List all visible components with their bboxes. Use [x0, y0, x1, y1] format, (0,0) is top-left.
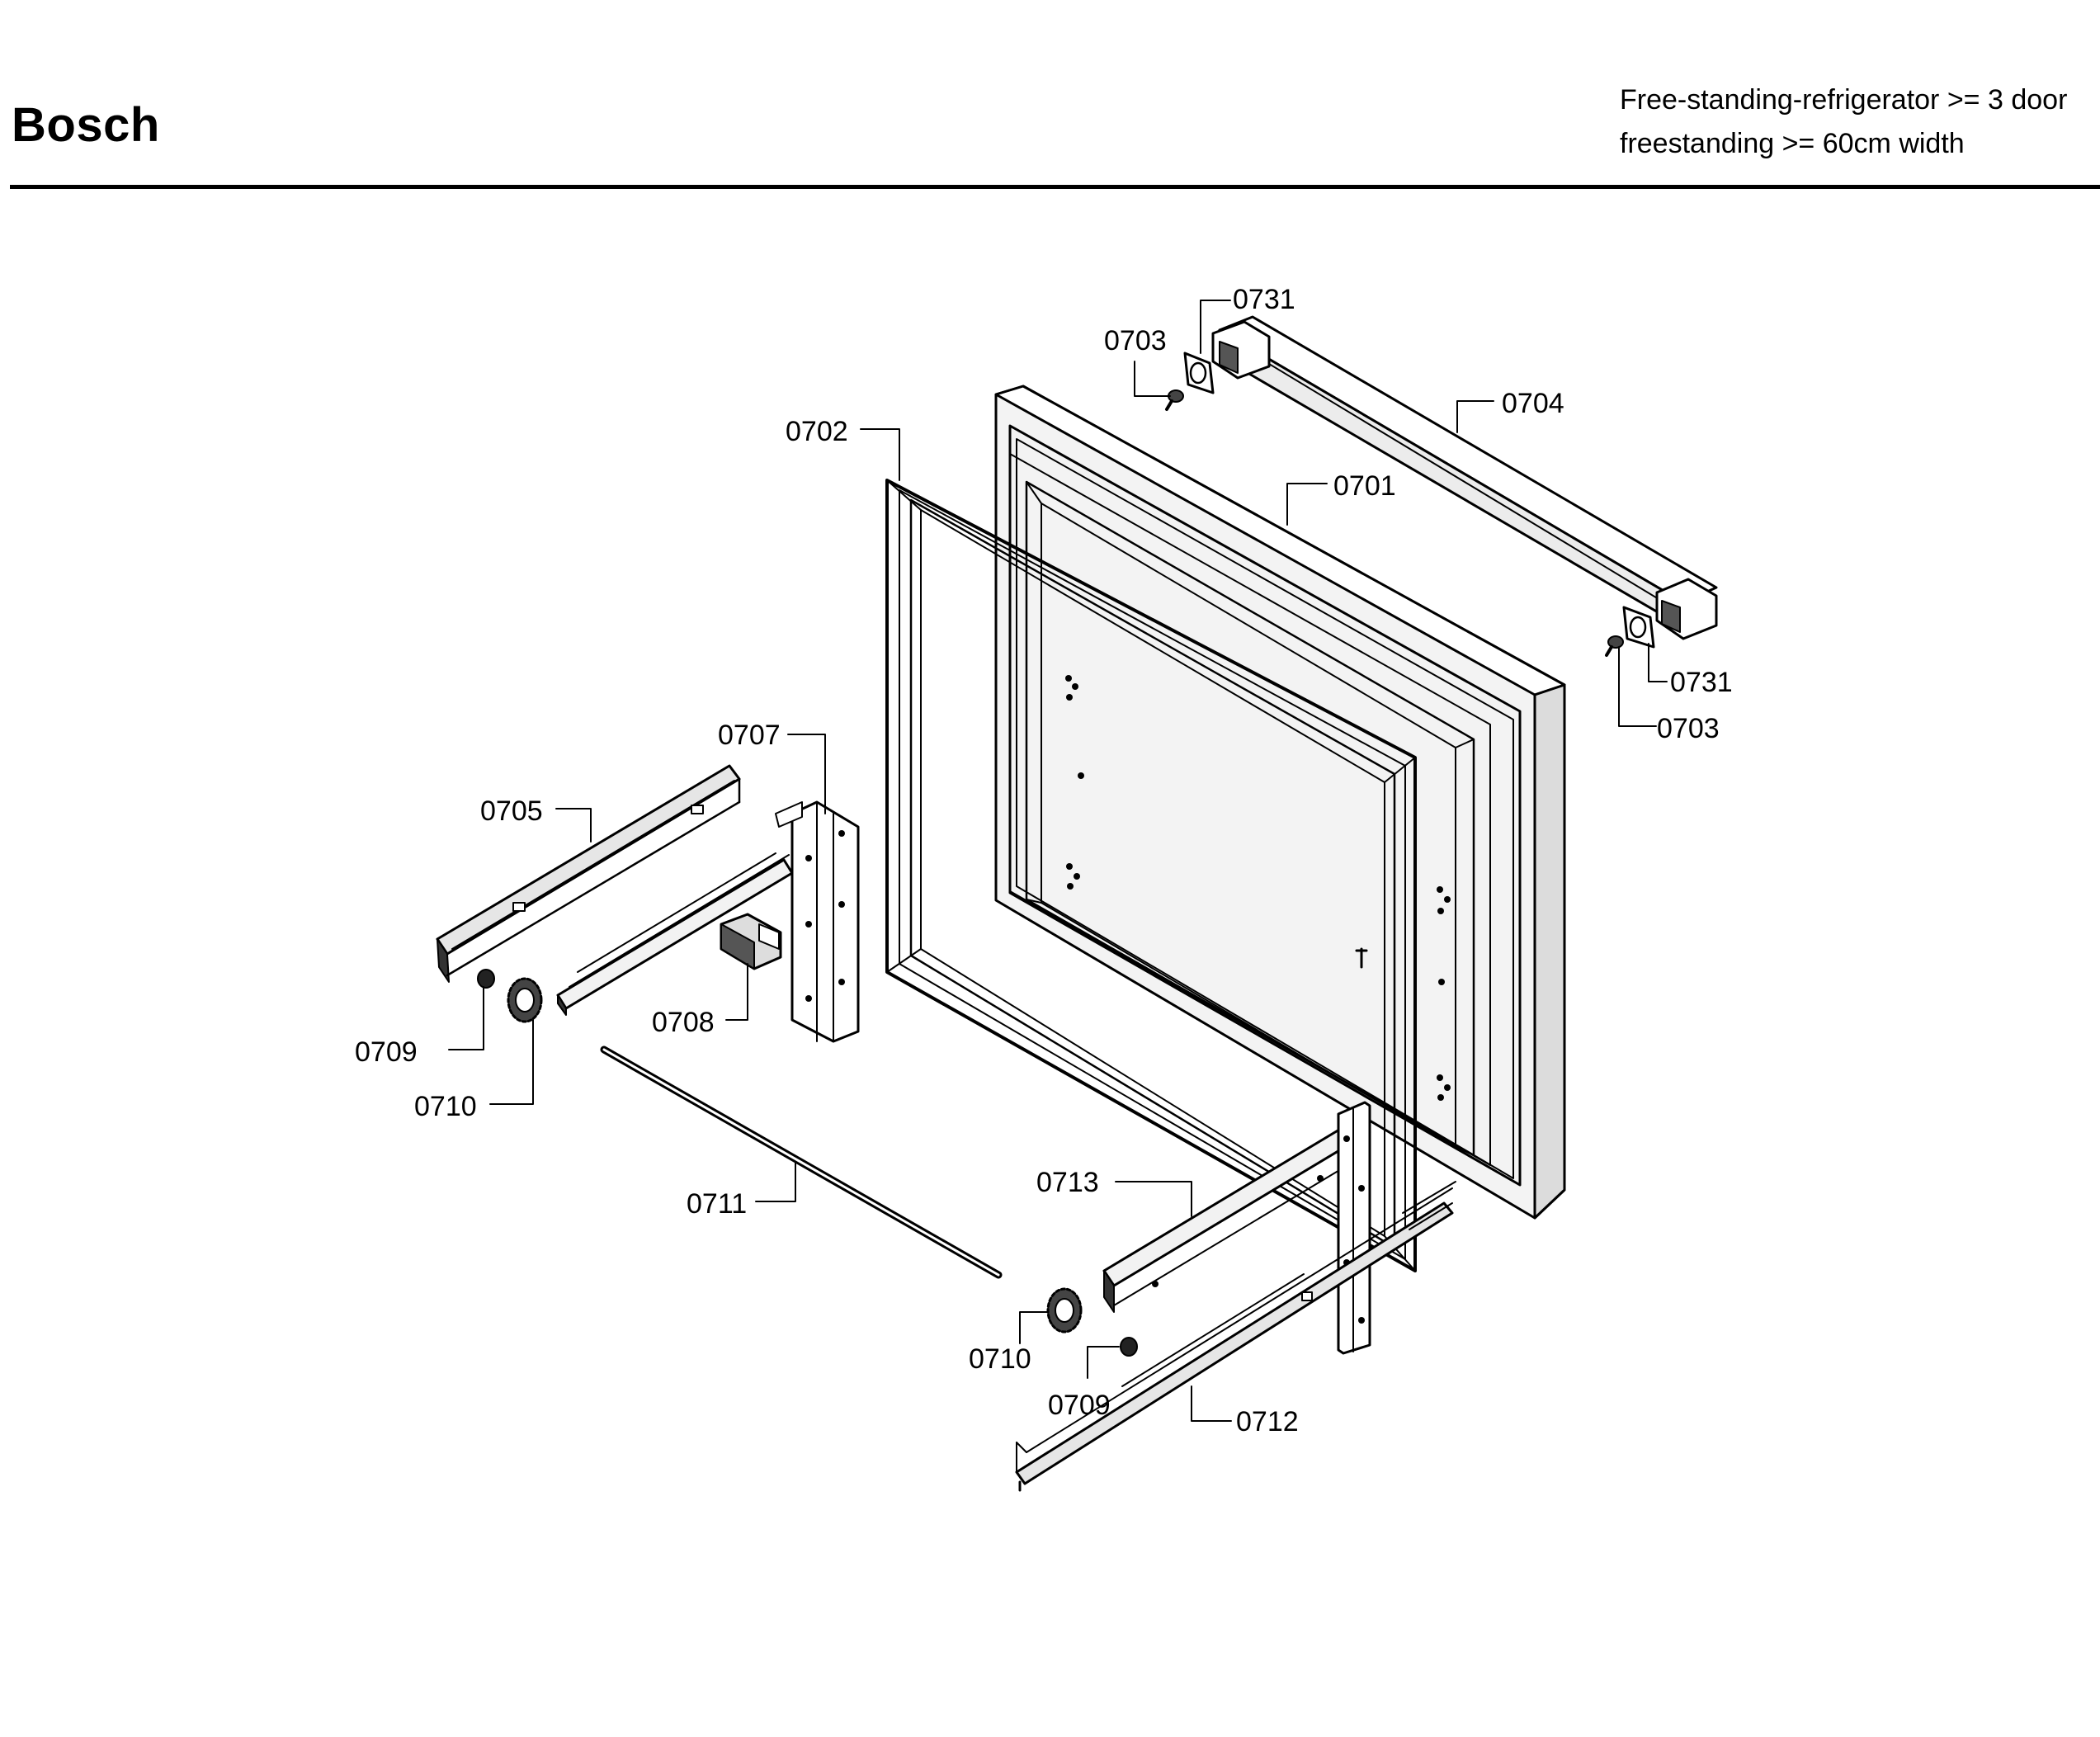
- callout-0713: 0713: [1036, 1167, 1099, 1198]
- right-drawer-rail-part: [1015, 1181, 1456, 1492]
- top-handle-bar-part: [1211, 315, 1718, 640]
- screw-right-part: [1605, 635, 1624, 657]
- model-description-line-1: Free-standing-refrigerator >= 3 door: [1620, 84, 2068, 116]
- callout-labels: 0731 0703 0704 0702 0701 0731 0703 0707 …: [355, 284, 1733, 1437]
- mounting-plate-left-part: [1183, 352, 1215, 394]
- callout-0710-right: 0710: [969, 1343, 1031, 1375]
- callout-0731-top: 0731: [1233, 284, 1295, 315]
- callout-0707: 0707: [718, 720, 781, 751]
- callout-0703-top: 0703: [1104, 325, 1167, 356]
- screw-left-part: [1165, 389, 1184, 411]
- callout-0709-right: 0709: [1048, 1390, 1111, 1421]
- gear-right-part: [1046, 1287, 1083, 1333]
- callout-0703-right: 0703: [1657, 713, 1720, 744]
- callout-0712: 0712: [1236, 1406, 1299, 1437]
- callout-0701: 0701: [1333, 470, 1396, 502]
- callout-0710-left: 0710: [414, 1091, 477, 1122]
- callout-0708: 0708: [652, 1007, 715, 1038]
- clip-part: [720, 913, 782, 970]
- right-bracket-arm-part: [1102, 1101, 1371, 1355]
- gear-left-part: [507, 977, 543, 1023]
- callout-0709-left: 0709: [355, 1036, 418, 1068]
- callout-0704: 0704: [1502, 388, 1564, 419]
- nut-left-part: [477, 969, 495, 989]
- callout-0731-right: 0731: [1670, 667, 1733, 698]
- door-panel-part: [994, 385, 1566, 1220]
- header-divider: [10, 185, 2100, 189]
- left-drawer-rail-part: [436, 764, 741, 983]
- model-description-line-2: freestanding >= 60cm width: [1620, 128, 1965, 159]
- callout-0702: 0702: [786, 416, 848, 447]
- mounting-plate-right-part: [1622, 606, 1655, 649]
- callout-0711: 0711: [687, 1188, 747, 1220]
- connecting-rod-part: [600, 1046, 1003, 1279]
- brand-name: Bosch: [12, 98, 160, 152]
- callout-0705: 0705: [480, 795, 543, 827]
- left-bracket-arm-part: [556, 800, 860, 1043]
- nut-right-part: [1120, 1337, 1138, 1357]
- leader-lines: [448, 300, 1668, 1422]
